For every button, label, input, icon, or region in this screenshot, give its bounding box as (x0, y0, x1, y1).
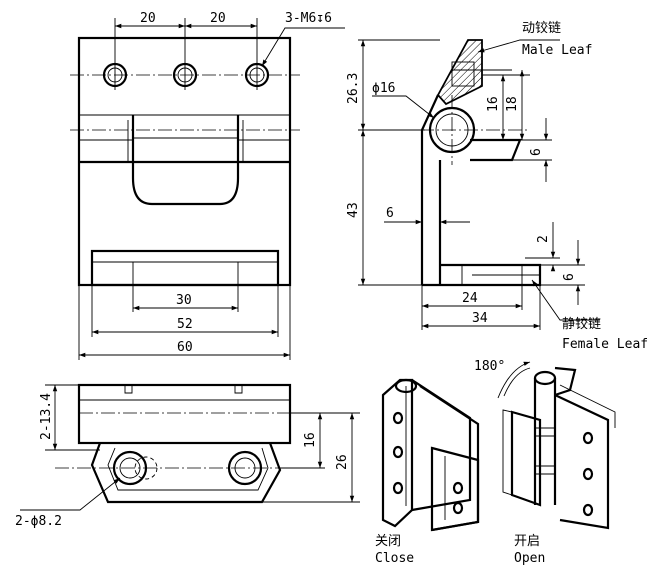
dim-18: 18 (505, 96, 520, 112)
dim-6-top: 6 (529, 148, 544, 156)
hex-base (90, 442, 282, 504)
dim-6-web: 6 (386, 206, 394, 221)
thread-callout: 3-M6↧6 (285, 11, 332, 26)
female-leaf-en: Female Leaf (562, 337, 648, 352)
rotation-label: 180° (474, 359, 505, 374)
dim-2: 2 (536, 235, 551, 243)
male-leaf-cn: 动铰链 (522, 21, 561, 36)
dim-phi8-2: 2-ϕ8.2 (15, 514, 62, 529)
iso-closed: 关闭 Close (375, 378, 480, 566)
open-cn: 开启 (514, 534, 540, 549)
dim-6-bottom: 6 (562, 273, 577, 281)
dim-phi16: ϕ16 (372, 81, 395, 96)
dim-43: 43 (346, 202, 361, 218)
dim-52: 52 (177, 317, 193, 332)
side-view: 26.3 43 ϕ16 16 18 6 6 2 6 (346, 21, 648, 352)
close-en: Close (375, 551, 414, 566)
male-leaf-tab (470, 138, 522, 162)
bottom-body (77, 383, 292, 445)
dim-hole-pitch-right: 20 (210, 11, 226, 26)
bottom-view: 2-13.4 16 26 2-ϕ8.2 (15, 383, 360, 529)
iso-open: 开启 Open (502, 366, 616, 566)
dim-24: 24 (462, 291, 478, 306)
dim-30: 30 (176, 293, 192, 308)
front-view: 20 20 3-M6↧6 30 52 60 (70, 11, 345, 360)
female-leaf-cn: 静铰链 (562, 317, 601, 332)
dim-16-side: 16 (486, 96, 501, 112)
male-leaf-section (436, 39, 483, 106)
dim-2-13-4: 2-13.4 (39, 393, 54, 440)
dim-34: 34 (472, 311, 488, 326)
bottom-rail (90, 249, 280, 287)
dim-26: 26 (335, 454, 350, 470)
rotation-indicator: 180° (474, 359, 531, 399)
dim-26-3: 26.3 (346, 73, 361, 104)
dim-16-bottom: 16 (303, 432, 318, 448)
male-leaf-en: Male Leaf (522, 43, 592, 58)
open-en: Open (514, 551, 545, 566)
dim-hole-pitch-left: 20 (140, 11, 156, 26)
knuckle-slot (131, 115, 240, 206)
close-cn: 关闭 (375, 534, 401, 549)
dim-60: 60 (177, 340, 193, 355)
